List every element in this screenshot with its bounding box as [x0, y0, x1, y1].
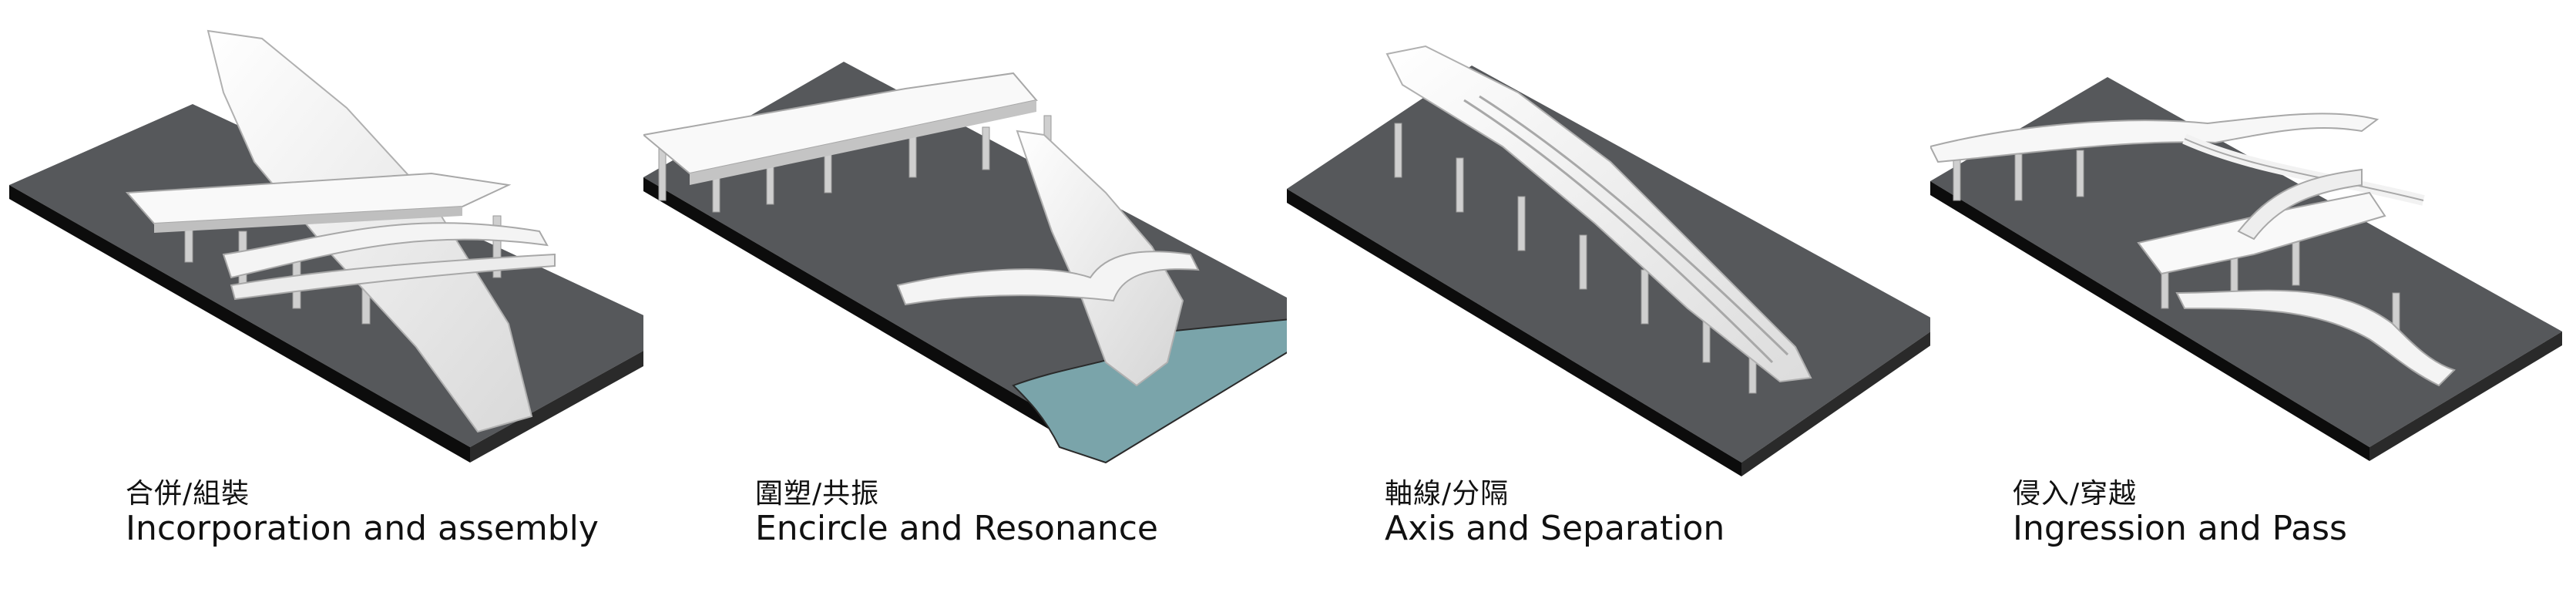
support-columns: [1953, 150, 2400, 348]
support-columns: [1394, 123, 1757, 394]
panel-ingression: 侵入/穿越 Ingression and Pass: [1930, 0, 2574, 599]
panel-axis: 軸線/分隔 Axis and Separation: [1287, 0, 1930, 599]
caption-english: Encircle and Resonance: [755, 509, 1158, 548]
model-encircle: [643, 62, 1287, 464]
caption-english: Incorporation and assembly: [126, 509, 599, 548]
model-incorporation: [9, 29, 643, 463]
upper-curved-deck: [1930, 113, 2380, 163]
curved-deck: [222, 222, 549, 279]
crossing-deck: [125, 172, 512, 225]
caption-english: Axis and Separation: [1385, 509, 1725, 548]
caption-chinese: 合併/組裝: [126, 478, 250, 510]
model-ingression: [1930, 77, 2562, 461]
caption-chinese: 侵入/穿越: [2013, 478, 2138, 510]
branch-deck: [896, 251, 1200, 306]
panel-incorporation: 合併/組裝 Incorporation and assembly: [0, 0, 643, 599]
lower-deck: [2137, 191, 2386, 275]
caption-chinese: 圍塑/共振: [755, 478, 880, 510]
model-axis: [1287, 45, 1930, 476]
caption-chinese: 軸線/分隔: [1385, 478, 1510, 510]
panel-encircle: 圍塑/共振 Encircle and Resonance: [643, 0, 1287, 599]
caption-english: Ingression and Pass: [2013, 509, 2347, 548]
sweeping-branch-deck: [2175, 289, 2456, 387]
